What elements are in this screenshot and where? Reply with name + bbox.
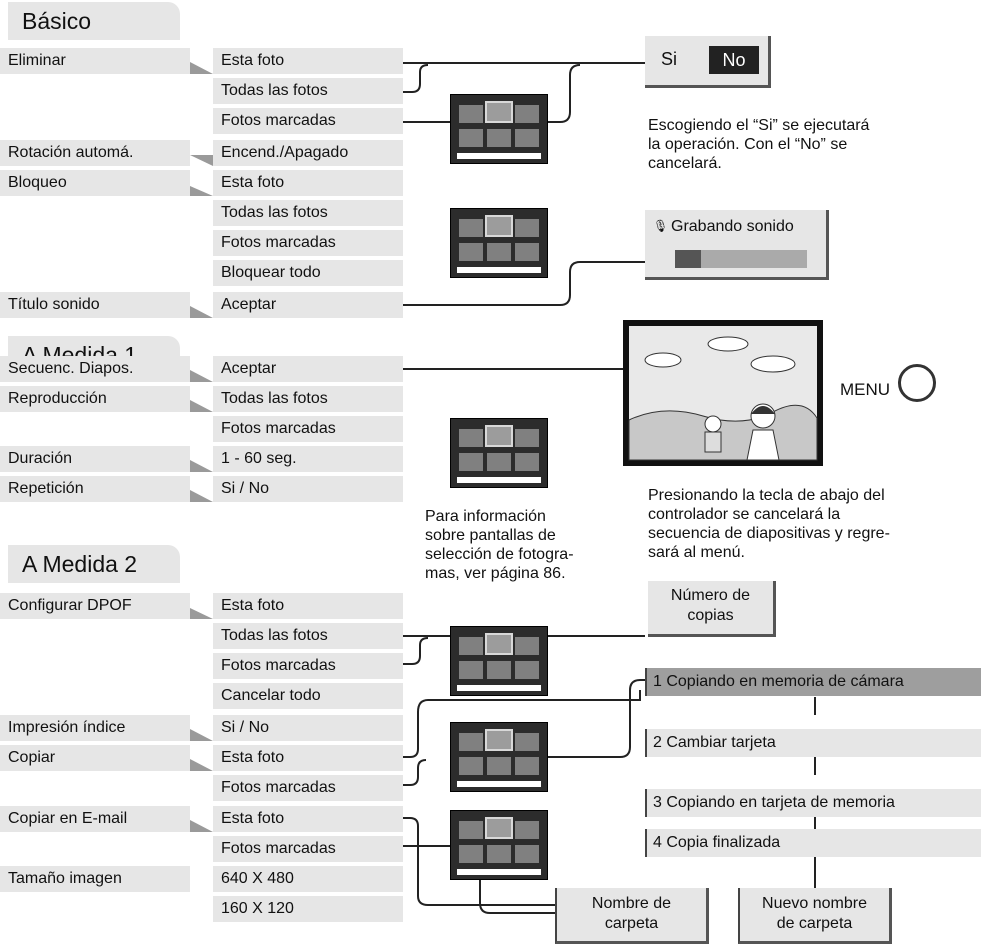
menu-label: MENU — [840, 380, 891, 399]
menu-item-playback[interactable]: Reproducción — [0, 386, 190, 412]
menu-item-auto-rotation[interactable]: Rotación automá. — [0, 140, 190, 166]
option-this-frame[interactable]: Esta foto — [213, 48, 403, 74]
option-size-160[interactable]: 160 X 120 — [213, 896, 403, 922]
frame-selection-screen — [450, 722, 548, 792]
menu-item-repeat[interactable]: Repetición — [0, 476, 190, 502]
microphone-icon: 🎙 — [653, 219, 669, 233]
copy-step-4: 4 Copia finalizada — [645, 829, 981, 857]
menu-button[interactable] — [898, 364, 936, 402]
menu-item-lock[interactable]: Bloqueo — [0, 170, 190, 196]
option-lock-all[interactable]: Bloquear todo — [213, 260, 403, 286]
option-marked-frames[interactable]: Fotos marcadas — [213, 230, 403, 256]
copy-step-2: 2 Cambiar tarjeta — [645, 729, 981, 757]
menu-item-dpof-set[interactable]: Configurar DPOF — [0, 593, 190, 619]
option-duration-range[interactable]: 1 - 60 seg. — [213, 446, 403, 472]
option-all-frames[interactable]: Todas las fotos — [213, 623, 403, 649]
recording-label: Grabando sonido — [671, 218, 794, 235]
menu-item-slide-show[interactable]: Secuenc. Diapos. — [0, 356, 190, 382]
yes-option[interactable]: Si — [661, 49, 678, 69]
frame-selection-screen — [450, 94, 548, 164]
option-marked-frames[interactable]: Fotos marcadas — [213, 108, 403, 134]
option-cancel-all[interactable]: Cancelar todo — [213, 683, 403, 709]
confirm-dialog: Si No — [645, 36, 771, 88]
recording-screen: 🎙 Grabando sonido — [645, 210, 829, 280]
menu-item-index-print[interactable]: Impresión índice — [0, 715, 190, 741]
recording-progress-bar — [675, 250, 807, 268]
menu-item-delete[interactable]: Eliminar — [0, 48, 190, 74]
no-option[interactable]: No — [709, 46, 759, 74]
option-yes-no[interactable]: Si / No — [213, 476, 403, 502]
option-this-frame[interactable]: Esta foto — [213, 806, 403, 832]
menu-item-copy[interactable]: Copiar — [0, 745, 190, 771]
menu-item-duration[interactable]: Duración — [0, 446, 190, 472]
frame-selection-screen — [450, 418, 548, 488]
option-marked-frames[interactable]: Fotos marcadas — [213, 416, 403, 442]
frame-selection-screen — [450, 810, 548, 880]
section-basic: Básico — [8, 2, 180, 40]
section-custom2: A Medida 2 — [8, 545, 180, 583]
menu-item-image-size[interactable]: Tamaño imagen — [0, 866, 190, 892]
menu-item-email-copy[interactable]: Copiar en E-mail — [0, 806, 190, 832]
recording-progress-fill — [675, 250, 701, 268]
option-all-frames[interactable]: Todas las fotos — [213, 386, 403, 412]
frame-selection-screen — [450, 208, 548, 278]
option-marked-frames[interactable]: Fotos marcadas — [213, 653, 403, 679]
option-on-off[interactable]: Encend./Apagado — [213, 140, 403, 166]
option-all-frames[interactable]: Todas las fotos — [213, 78, 403, 104]
option-this-frame[interactable]: Esta foto — [213, 745, 403, 771]
frame-selection-screen — [450, 626, 548, 696]
option-yes-no[interactable]: Si / No — [213, 715, 403, 741]
option-this-frame[interactable]: Esta foto — [213, 593, 403, 619]
option-enter[interactable]: Aceptar — [213, 356, 403, 382]
copy-step-1: 1 Copiando en memoria de cámara — [645, 668, 981, 696]
option-size-640[interactable]: 640 X 480 — [213, 866, 403, 892]
option-enter[interactable]: Aceptar — [213, 292, 403, 318]
copy-step-3: 3 Copiando en tarjeta de memoria — [645, 789, 981, 817]
menu-item-audio-caption[interactable]: Título sonido — [0, 292, 190, 318]
slideshow-image — [623, 320, 823, 466]
option-marked-frames[interactable]: Fotos marcadas — [213, 836, 403, 862]
option-this-frame[interactable]: Esta foto — [213, 170, 403, 196]
option-all-frames[interactable]: Todas las fotos — [213, 200, 403, 226]
option-marked-frames[interactable]: Fotos marcadas — [213, 775, 403, 801]
